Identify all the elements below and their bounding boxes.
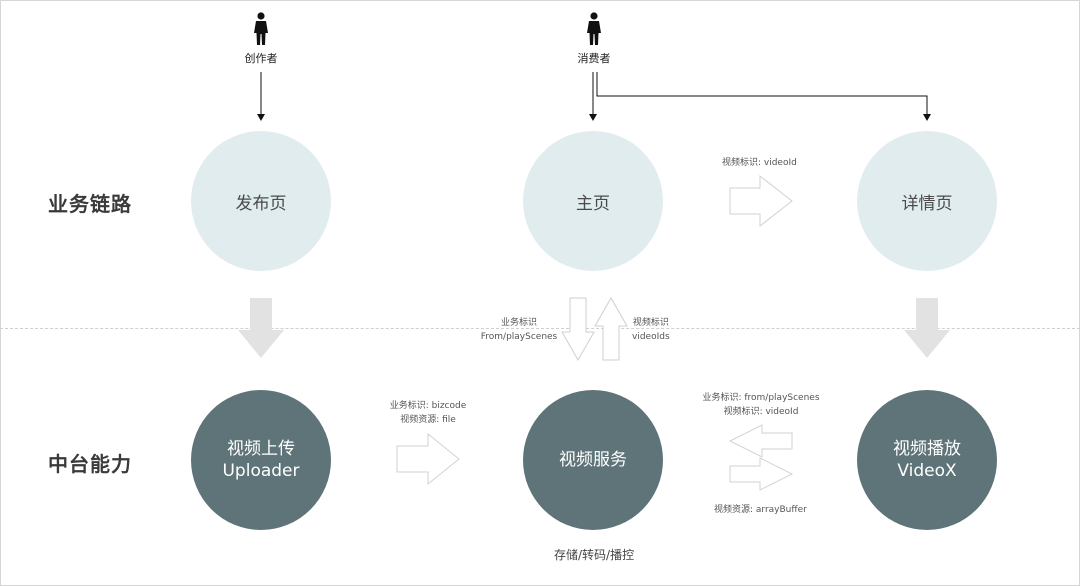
service-home-up-arrow bbox=[594, 296, 628, 361]
video-service-note: 存储/转码/播控 bbox=[554, 548, 635, 562]
home-page-label: 主页 bbox=[576, 193, 610, 214]
service-player-right-arrow bbox=[729, 457, 794, 491]
uploader-service-node: 视频上传 Uploader bbox=[191, 390, 331, 530]
person-icon bbox=[587, 12, 601, 45]
player-input-line1: 业务标识: from/playScenes bbox=[702, 393, 820, 403]
player-output-label: 视频资源: arrayBuffer bbox=[714, 505, 807, 515]
home-up-label-line2: videoIds bbox=[632, 332, 670, 342]
publish-page-node: 发布页 bbox=[191, 131, 331, 271]
consumer-label: 消费者 bbox=[577, 52, 611, 65]
home-detail-arrow bbox=[729, 174, 793, 228]
creator-arrowhead bbox=[257, 114, 265, 121]
video-service-node: 视频服务 bbox=[523, 390, 663, 530]
uploader-label-line1: 业务标识: bizcode bbox=[389, 401, 467, 411]
consumer-detail-arrowhead bbox=[923, 114, 931, 121]
person-icon bbox=[254, 12, 268, 45]
home-detail-label: 视频标识: videoId bbox=[722, 158, 797, 168]
uploader-title: 视频上传 bbox=[227, 439, 295, 459]
publish-page-label: 发布页 bbox=[235, 193, 287, 214]
home-up-label: 视频标识 videoIds bbox=[632, 316, 670, 344]
consumer-actor: 消费者 bbox=[564, 12, 624, 66]
home-down-label: 业务标识 From/playScenes bbox=[478, 316, 560, 344]
consumer-home-arrowhead bbox=[589, 114, 597, 121]
section-label-platform: 中台能力 bbox=[48, 452, 132, 476]
consumer-detail-connector bbox=[596, 72, 928, 118]
player-input-line2: 视频标识: videoId bbox=[723, 407, 799, 417]
home-page-node: 主页 bbox=[523, 131, 663, 271]
home-up-label-line1: 视频标识 bbox=[632, 318, 669, 328]
player-service-left-arrow bbox=[728, 424, 793, 458]
home-down-label-line2: From/playScenes bbox=[480, 332, 558, 342]
player-title: 视频播放 bbox=[893, 439, 961, 459]
publish-down-arrow bbox=[238, 298, 284, 358]
section-label-business: 业务链路 bbox=[48, 192, 132, 216]
detail-page-label: 详情页 bbox=[901, 193, 953, 214]
uploader-service-arrow bbox=[396, 432, 460, 486]
player-input-label: 业务标识: from/playScenes 视频标识: videoId bbox=[698, 391, 824, 419]
player-service-node: 视频播放 VideoX bbox=[857, 390, 997, 530]
detail-page-node: 详情页 bbox=[857, 131, 997, 271]
creator-actor: 创作者 bbox=[231, 12, 291, 66]
creator-label: 创作者 bbox=[244, 52, 278, 65]
uploader-subtitle: Uploader bbox=[222, 461, 300, 481]
uploader-input-label: 业务标识: bizcode 视频资源: file bbox=[382, 399, 474, 427]
uploader-label-line2: 视频资源: file bbox=[400, 415, 456, 425]
home-service-down-arrow bbox=[561, 297, 595, 362]
video-service-title: 视频服务 bbox=[559, 450, 627, 470]
player-subtitle: VideoX bbox=[897, 461, 957, 481]
home-down-label-line1: 业务标识 bbox=[500, 318, 537, 328]
detail-down-arrow bbox=[904, 298, 950, 358]
layer-divider bbox=[0, 328, 1080, 329]
